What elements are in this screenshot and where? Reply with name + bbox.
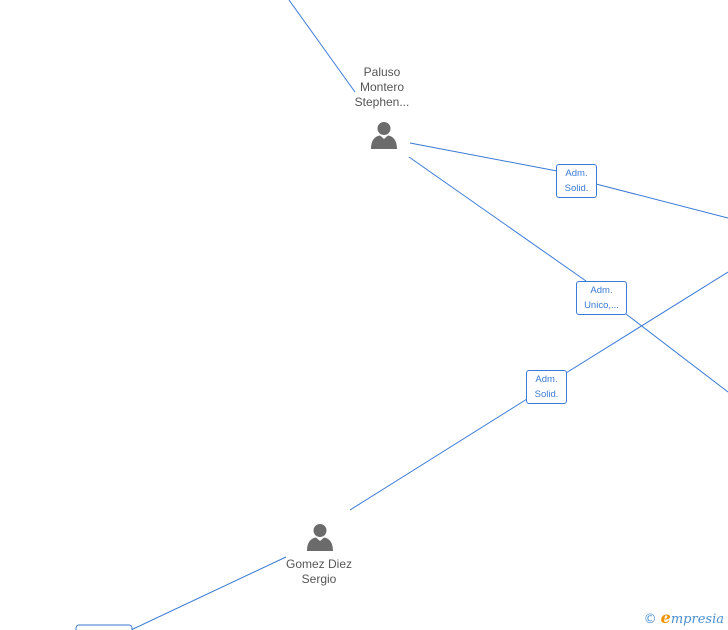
label-line: Sergio	[301, 572, 337, 586]
person-node-label-paluso: Paluso Montero Stephen...	[342, 65, 422, 110]
edge-paluso-to-adm-unico	[408, 156, 587, 282]
brand-name: mpresia	[670, 612, 724, 627]
edge-label-line: Solid.	[564, 183, 589, 194]
edge-label-line: Adm.	[535, 374, 558, 385]
edge-label-adm-solid[interactable]: Adm. Solid.	[556, 164, 597, 198]
edge-label-line: Solid.	[534, 389, 559, 400]
edge-top-to-paluso	[288, 0, 356, 93]
partial-edge-label-bottom	[75, 624, 133, 630]
label-line: Stephen...	[354, 95, 410, 109]
label-line: Montero	[359, 80, 405, 94]
edge-label-adm-solid[interactable]: Adm. Solid.	[526, 370, 567, 404]
edge-label-line: Adm.	[590, 285, 613, 296]
edge-adm-solid-2-to-gomez	[349, 398, 528, 511]
edge-paluso-to-adm-solid-1	[409, 142, 558, 172]
edge-adm-solid-1-to-right	[595, 183, 728, 219]
label-line: Gomez Diez	[285, 557, 353, 571]
connection-lines	[130, 0, 728, 630]
edge-right-to-adm-solid-2	[565, 271, 728, 374]
edge-adm-unico-to-right	[625, 313, 728, 393]
edge-label-line: Adm.	[565, 168, 588, 179]
edge-gomez-to-bottom	[130, 556, 287, 630]
person-icon[interactable]	[369, 120, 399, 150]
person-icon[interactable]	[305, 522, 335, 552]
label-line: Paluso	[363, 65, 401, 79]
person-node-label-gomez: Gomez Diez Sergio	[274, 557, 364, 587]
empresia-watermark: ©empresia	[644, 608, 724, 627]
copyright-symbol: ©	[643, 612, 657, 627]
edge-label-adm-unico[interactable]: Adm. Unico,...	[576, 281, 627, 315]
edge-label-line: Unico,...	[584, 300, 619, 311]
brand-initial: e	[660, 608, 671, 627]
